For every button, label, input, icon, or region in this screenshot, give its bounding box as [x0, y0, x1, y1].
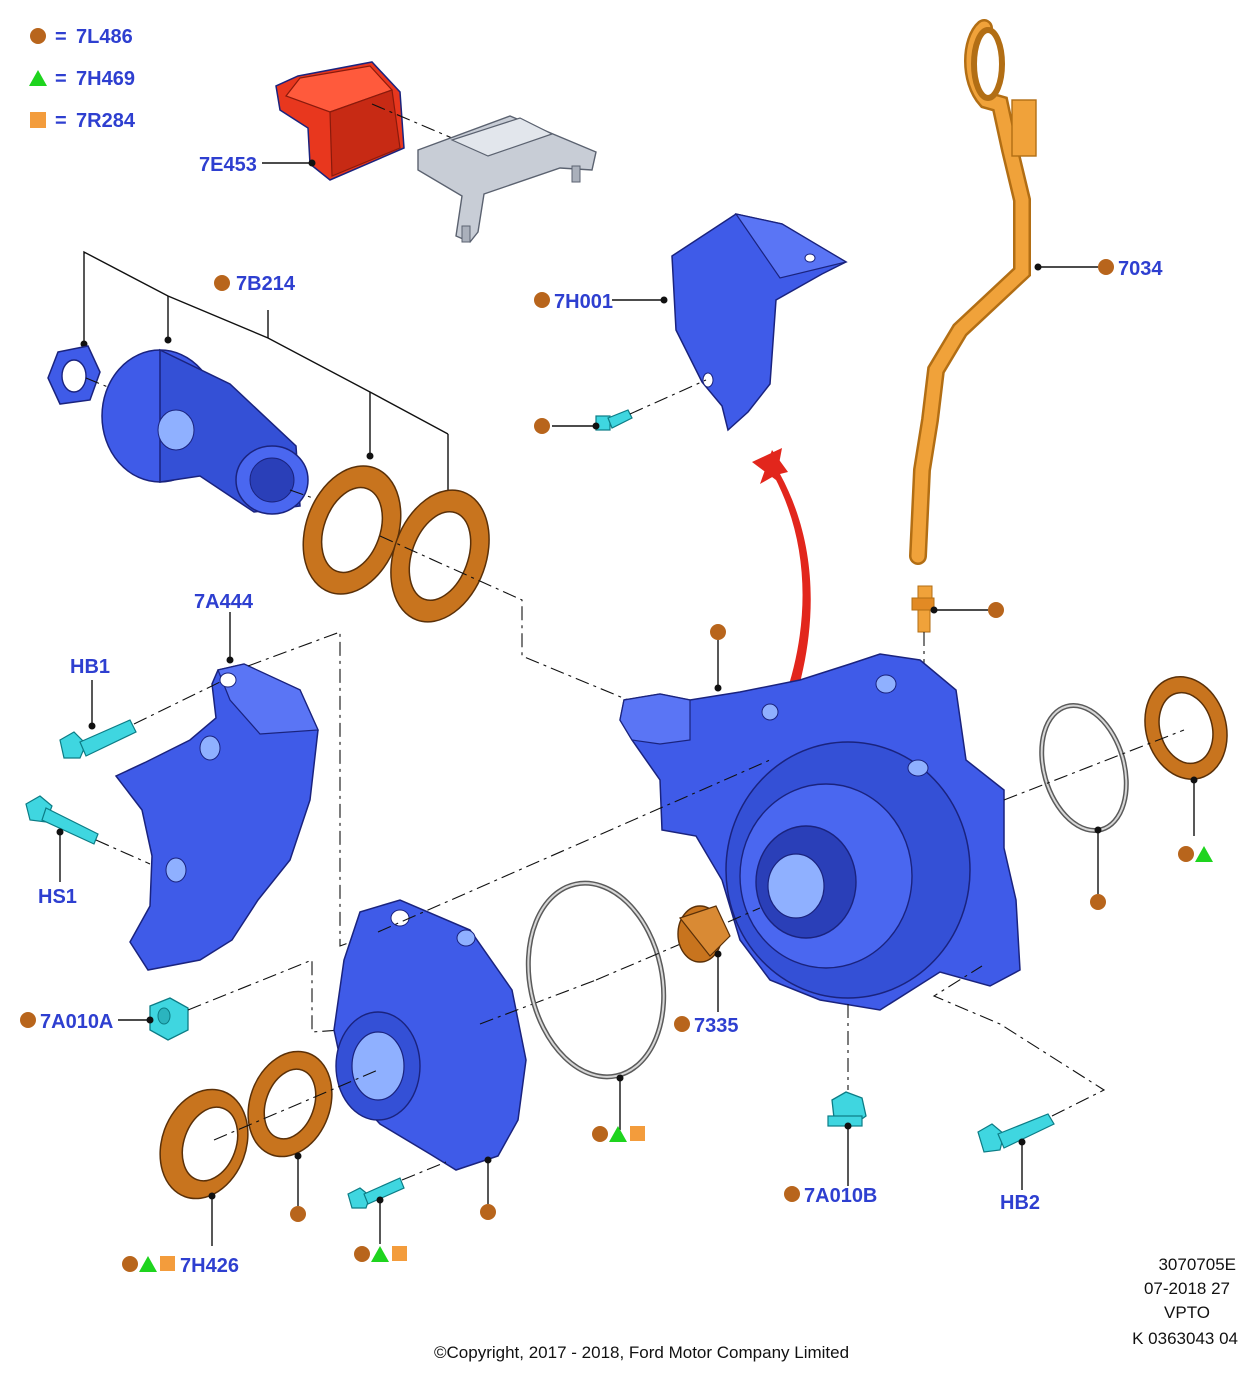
dipstick-7034 [909, 19, 1037, 565]
seal-upper-1 [302, 465, 402, 595]
marker-o-ring [592, 1126, 608, 1142]
o-ring [525, 880, 667, 1080]
legend-equals-1: = [55, 26, 67, 48]
bracket [417, 115, 597, 243]
marker-side-cover [480, 1204, 496, 1220]
marker-7H001 [534, 292, 550, 308]
bolt-lower [347, 1177, 405, 1209]
label-HB2: HB2 [1000, 1192, 1040, 1214]
seal-lower-2 [247, 1050, 333, 1158]
label-7H426: 7H426 [180, 1255, 239, 1277]
legend-circle-icon [30, 28, 46, 44]
screw-heat-shield [595, 409, 633, 431]
marker-housing-top [710, 624, 726, 640]
label-7E453: 7E453 [199, 154, 257, 176]
meta-line-3: VPTO [1164, 1303, 1210, 1322]
legend-code-7R284: 7R284 [76, 110, 136, 132]
marker-seal-right-triangle [1195, 846, 1213, 862]
legend-code-7L486: 7L486 [76, 26, 133, 48]
legend-equals-3: = [55, 110, 67, 132]
stud-HS1 [25, 795, 99, 845]
marker-lower-bolt-circle [354, 1246, 370, 1262]
heat-shield-7H001 [671, 213, 848, 432]
marker-seal-lower-2 [290, 1206, 306, 1222]
marker-7H426-square [160, 1256, 175, 1271]
label-7H001: 7H001 [554, 291, 613, 313]
meta-line-2: 07-2018 27 [1144, 1279, 1230, 1298]
marker-seal-right [1178, 846, 1194, 862]
document-meta: 3070705E 07-2018 27 VPTO K 0363043 04 [1132, 1255, 1238, 1348]
o-ring-right [1039, 702, 1129, 834]
plug-7A010B [827, 1091, 867, 1127]
plug-7A010A [149, 997, 189, 1041]
label-HS1: HS1 [38, 886, 77, 908]
side-cover [333, 899, 527, 1171]
label-7B214: 7B214 [236, 273, 296, 295]
label-7A010B: 7A010B [804, 1185, 877, 1207]
marker-7H426-triangle [139, 1256, 157, 1272]
bracket-lines-7B214 [80, 250, 452, 500]
bolt-HB2 [977, 1113, 1055, 1153]
direction-arrow [760, 450, 811, 704]
bolt-HB1 [59, 719, 137, 759]
meta-line-4: K 0363043 04 [1132, 1329, 1238, 1348]
marker-o-ring-triangle [609, 1126, 627, 1142]
label-7A010A: 7A010A [40, 1011, 113, 1033]
marker-tube-fitting [988, 602, 1004, 618]
label-7335: 7335 [694, 1015, 739, 1037]
legend-square-icon [30, 112, 46, 128]
legend-triangle-icon [29, 70, 47, 86]
legend: = 7L486 = 7H469 = 7R284 [29, 26, 136, 132]
marker-7B214 [214, 275, 230, 291]
bushing-7335 [677, 905, 731, 963]
marker-o-ring-square [630, 1126, 645, 1141]
marker-o-ring-right [1090, 894, 1106, 910]
seal-upper-2 [390, 489, 490, 623]
label-HB1: HB1 [70, 656, 110, 678]
copyright-notice: ©Copyright, 2017 - 2018, Ford Motor Comp… [434, 1343, 849, 1362]
label-7A444: 7A444 [194, 591, 254, 613]
marker-7A010A [20, 1012, 36, 1028]
legend-equals-2: = [55, 68, 67, 90]
marker-7335 [674, 1016, 690, 1032]
seal-7H426 [159, 1088, 249, 1200]
tube-fitting [911, 585, 935, 633]
marker-lower-bolt-square [392, 1246, 407, 1261]
mount-bracket-7A444 [114, 663, 319, 971]
label-7034: 7034 [1118, 258, 1163, 280]
main-housing [619, 653, 1021, 1011]
module-7E453 [275, 61, 405, 181]
marker-lower-bolt-triangle [371, 1246, 389, 1262]
legend-code-7H469: 7H469 [76, 68, 135, 90]
marker-7H426-circle [122, 1256, 138, 1272]
output-flange [101, 348, 309, 515]
meta-line-1: 3070705E [1158, 1255, 1236, 1274]
nut [47, 345, 101, 405]
marker-7034 [1098, 259, 1114, 275]
marker-7A010B [784, 1186, 800, 1202]
marker-heat-shield-screw [534, 418, 550, 434]
seal-right [1144, 676, 1228, 780]
